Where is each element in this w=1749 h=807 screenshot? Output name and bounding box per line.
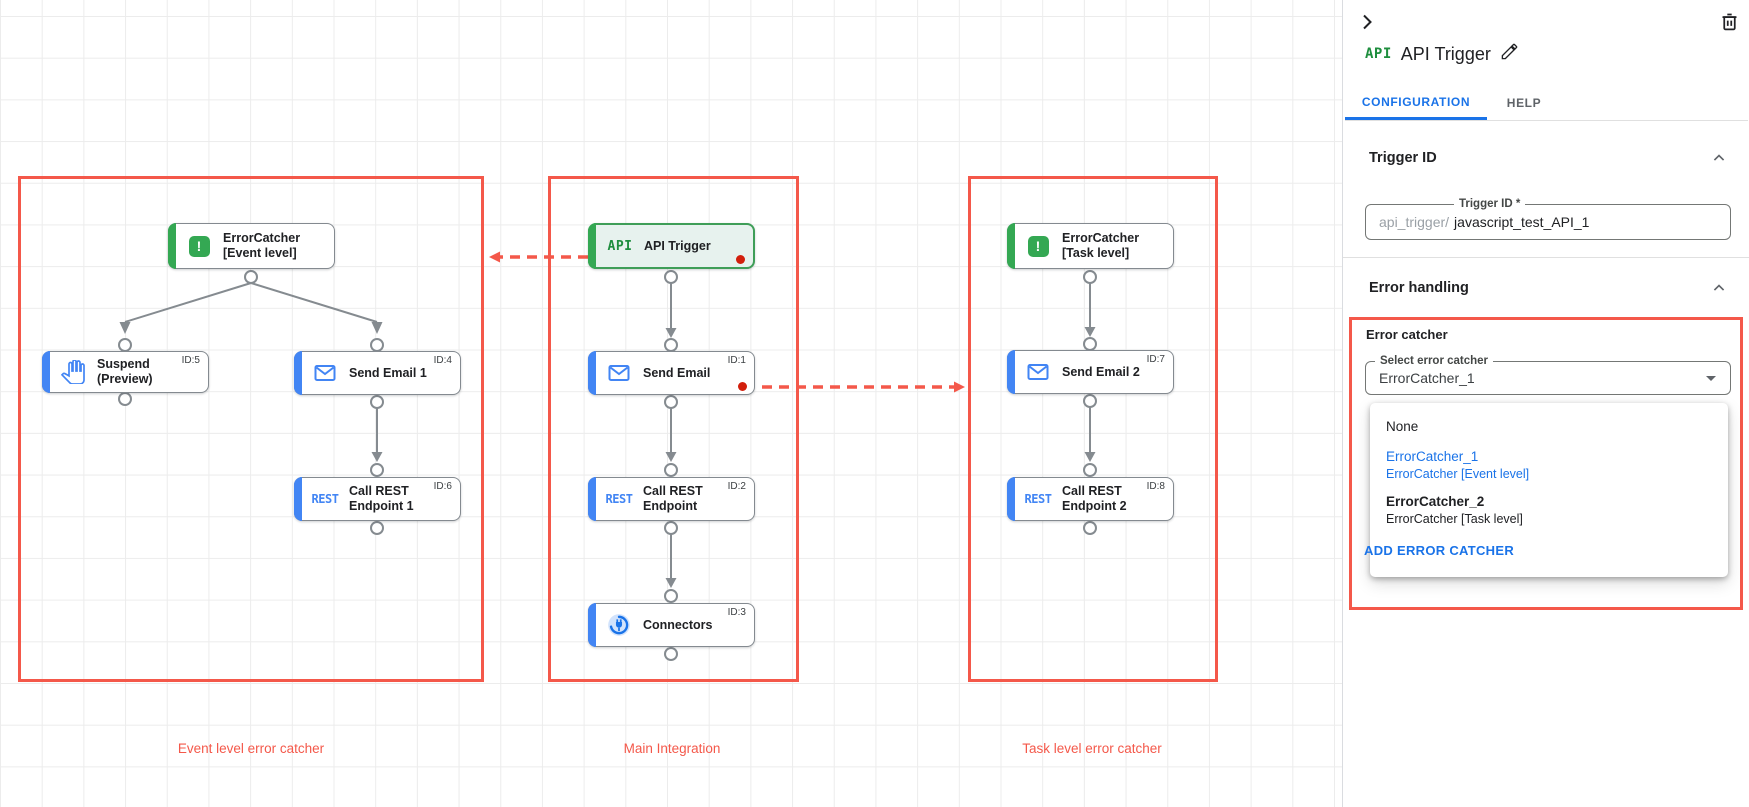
email-icon — [605, 361, 633, 385]
task-id-label: ID:6 — [433, 481, 452, 492]
trigger-id-value: javascript_test_API_1 — [1454, 214, 1590, 230]
trigger-id-field-label: Trigger ID * — [1454, 197, 1526, 211]
node-send-email[interactable]: Send Email ID:1 — [588, 351, 755, 395]
chevron-up-icon[interactable] — [1709, 278, 1729, 298]
accent-bar — [168, 223, 176, 269]
rest-icon: REST — [605, 492, 633, 506]
select-error-catcher-label: Select error catcher — [1375, 354, 1494, 368]
error-catcher-icon: ! — [188, 235, 210, 257]
trigger-id-heading: Trigger ID — [1369, 150, 1437, 166]
task-id-label: ID:3 — [727, 607, 746, 618]
panel-tabs: CONFIGURATION HELP — [1345, 86, 1748, 121]
error-catcher-icon: ! — [1027, 235, 1049, 257]
node-suspend[interactable]: Suspend(Preview) ID:5 — [42, 351, 209, 393]
task-id-label: ID:2 — [727, 481, 746, 492]
email-icon — [1024, 360, 1052, 384]
api-icon: API — [1365, 46, 1392, 62]
error-catcher-dropdown-menu: None ErrorCatcher_1 ErrorCatcher [Event … — [1370, 403, 1728, 577]
accent-bar — [42, 351, 50, 393]
accent-bar — [1007, 223, 1015, 269]
tab-help[interactable]: HELP — [1506, 96, 1542, 110]
delete-icon[interactable] — [1719, 11, 1740, 35]
error-dot-api-trigger — [736, 255, 745, 264]
caption-event-level: Event level error catcher — [177, 741, 325, 756]
task-id-label: ID:5 — [181, 355, 200, 366]
workflow-canvas[interactable]: Event level error catcher Main Integrati… — [0, 0, 1343, 807]
connectors-icon — [605, 612, 633, 638]
error-dot-send-email — [738, 382, 747, 391]
add-error-catcher-button[interactable]: ADD ERROR CATCHER — [1364, 543, 1515, 558]
select-value: ErrorCatcher_1 — [1379, 370, 1475, 386]
menu-item-none[interactable]: None — [1386, 419, 1419, 434]
dropdown-arrow-icon[interactable] — [1706, 376, 1716, 381]
api-icon: API — [607, 238, 633, 254]
accent-bar — [588, 603, 596, 647]
email-icon — [311, 361, 339, 385]
group-box-event-level — [18, 176, 484, 682]
node-errorcatcher-event-level[interactable]: ! ErrorCatcher[Event level] — [168, 223, 335, 269]
panel-title: API Trigger — [1400, 43, 1491, 64]
rest-icon: REST — [1024, 492, 1052, 506]
collapse-panel-icon[interactable] — [1355, 10, 1379, 37]
chevron-up-icon[interactable] — [1709, 148, 1729, 168]
accent-bar — [1007, 477, 1015, 521]
node-errorcatcher-task-level[interactable]: ! ErrorCatcher[Task level] — [1007, 223, 1174, 269]
edit-pencil-icon[interactable] — [1500, 42, 1519, 66]
task-id-label: ID:1 — [727, 355, 746, 366]
error-catcher-select[interactable]: Select error catcher ErrorCatcher_1 — [1365, 354, 1731, 395]
accent-bar — [294, 477, 302, 521]
tab-configuration[interactable]: CONFIGURATION — [1345, 86, 1487, 120]
menu-item-errorcatcher-2[interactable]: ErrorCatcher_2 ErrorCatcher [Task level] — [1386, 494, 1523, 526]
accent-bar — [1007, 350, 1015, 394]
group-box-main-integration — [548, 176, 799, 682]
hand-icon — [59, 360, 87, 384]
section-divider — [1343, 257, 1749, 258]
menu-item-errorcatcher-1[interactable]: ErrorCatcher_1 ErrorCatcher [Event level… — [1386, 449, 1530, 481]
config-panel: API API Trigger CONFIGURATION HELP Trigg… — [1342, 0, 1749, 807]
caption-main-integration: Main Integration — [623, 741, 721, 756]
task-id-label: ID:7 — [1146, 354, 1165, 365]
trigger-id-prefix: api_trigger/ — [1379, 214, 1450, 230]
task-id-label: ID:8 — [1146, 481, 1165, 492]
node-send-email-1[interactable]: Send Email 1 ID:4 — [294, 351, 461, 395]
node-connectors[interactable]: Connectors ID:3 — [588, 603, 755, 647]
error-catcher-label: Error catcher — [1366, 327, 1448, 342]
trigger-id-input[interactable]: Trigger ID * api_trigger/ javascript_tes… — [1365, 197, 1731, 240]
error-catcher-highlight-box — [1349, 317, 1743, 610]
accent-bar — [588, 477, 596, 521]
accent-bar — [588, 223, 596, 269]
group-box-task-level — [968, 176, 1218, 682]
error-handling-heading: Error handling — [1369, 280, 1469, 296]
accent-bar — [588, 351, 596, 395]
node-send-email-2[interactable]: Send Email 2 ID:7 — [1007, 350, 1174, 394]
node-api-trigger[interactable]: API API Trigger — [588, 223, 755, 269]
caption-task-level: Task level error catcher — [1022, 741, 1162, 756]
task-id-label: ID:4 — [433, 355, 452, 366]
accent-bar — [294, 351, 302, 395]
rest-icon: REST — [311, 492, 339, 506]
